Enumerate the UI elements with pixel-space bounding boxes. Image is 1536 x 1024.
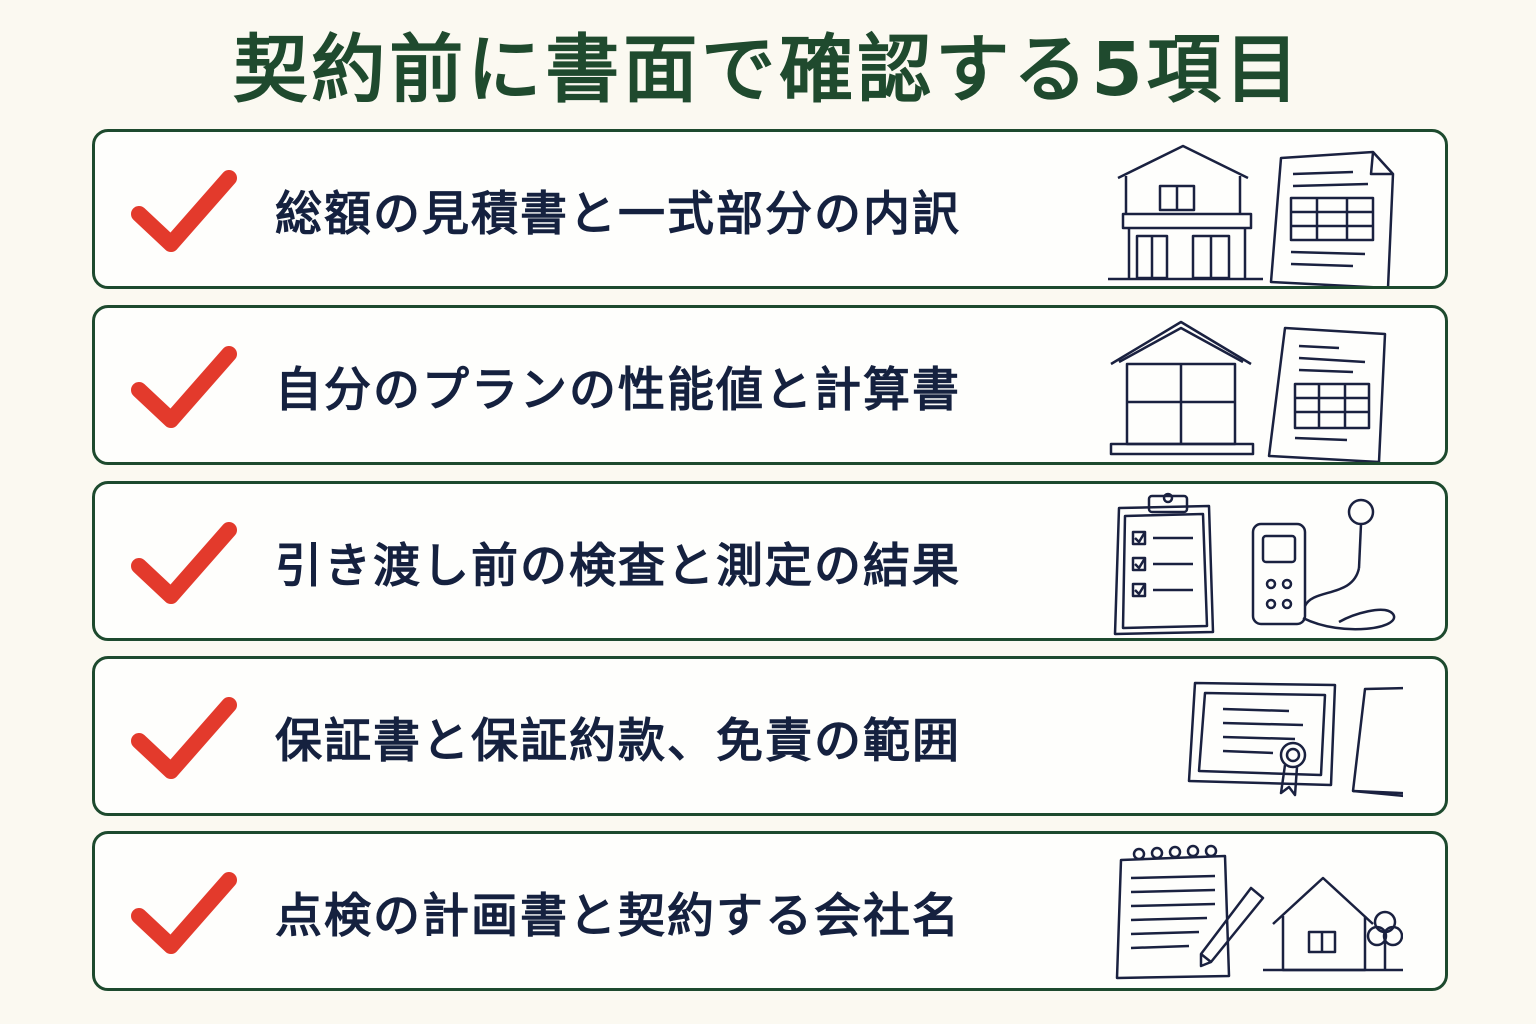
checklist-item-3: 引き渡し前の検査と測定の結果 — [92, 481, 1448, 641]
page-title: 契約前に書面で確認する5項目 — [233, 27, 1303, 113]
checklist-item-5: 点検の計画書と契約する会社名 — [92, 831, 1448, 991]
house-frame-icon — [1109, 320, 1255, 456]
item-label: 点検の計画書と契約する会社名 — [275, 888, 961, 944]
estimate-document-icon — [1269, 150, 1395, 286]
checklist-item-1: 総額の見積書と一式部分の内訳 — [92, 129, 1448, 289]
checkmark-icon — [131, 872, 237, 954]
house-icon — [1108, 144, 1263, 281]
checkmark-icon — [131, 170, 237, 252]
clipboard-checklist-icon — [1113, 492, 1215, 636]
notepad-pen-icon — [1115, 844, 1265, 980]
checkmark-icon — [131, 697, 237, 779]
measuring-device-icon — [1251, 498, 1396, 631]
checkmark-icon — [131, 346, 237, 428]
small-house-tree-icon — [1263, 876, 1403, 972]
calculation-sheet-icon — [1267, 326, 1387, 462]
item-label: 総額の見積書と一式部分の内訳 — [275, 186, 961, 242]
certificate-icon — [1187, 681, 1337, 797]
checkmark-icon — [131, 522, 237, 604]
item-label: 引き渡し前の検査と測定の結果 — [275, 538, 961, 594]
item-label: 自分のプランの性能値と計算書 — [275, 362, 961, 418]
booklet-icon — [1351, 686, 1403, 798]
checklist-item-4: 保証書と保証約款、免責の範囲 — [92, 656, 1448, 816]
item-label: 保証書と保証約款、免責の範囲 — [275, 713, 961, 769]
checklist-item-2: 自分のプランの性能値と計算書 — [92, 305, 1448, 465]
